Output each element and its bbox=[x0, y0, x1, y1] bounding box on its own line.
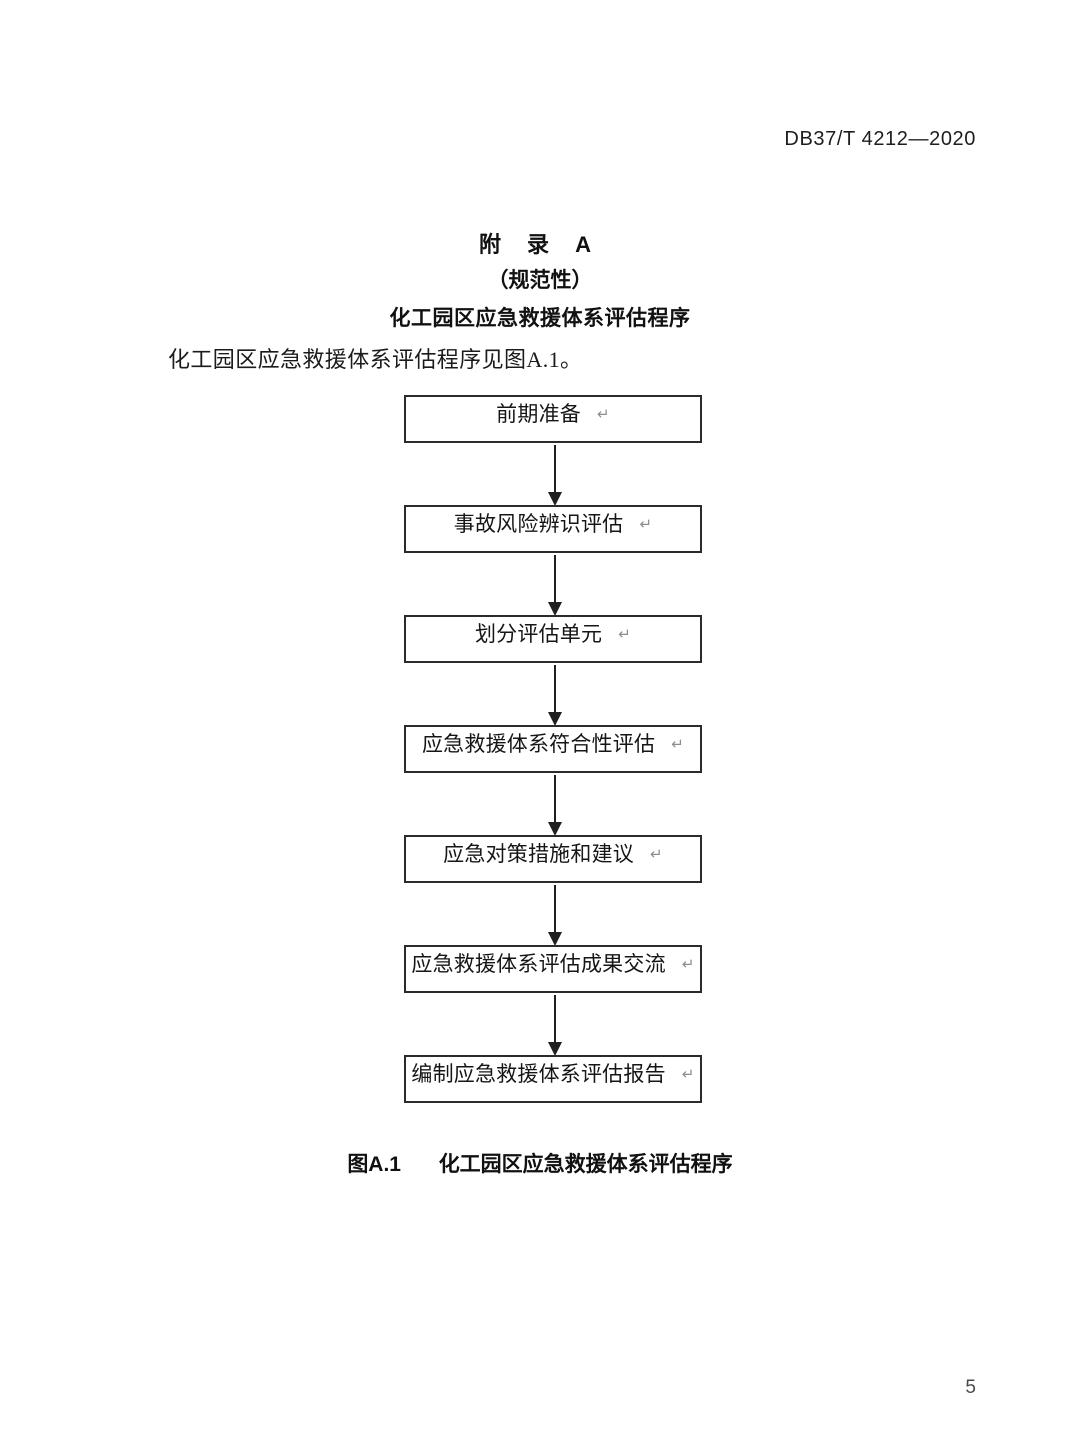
figure-caption-text: 化工园区应急救援体系评估程序 bbox=[438, 1153, 733, 1176]
flow-node: 划分评估单元 ↵ bbox=[404, 615, 702, 726]
arrowhead-down-icon bbox=[548, 822, 562, 836]
paragraph-return-icon: ↵ bbox=[681, 1065, 695, 1083]
flowchart-figure-a1: 前期准备 ↵ 事故风险辨识评估 ↵ 划分评估单元 ↵ 应急救援体系符合性评估 bbox=[404, 395, 704, 1103]
flow-node-content: 前期准备 ↵ bbox=[406, 400, 700, 429]
flow-node-content: 编制应急救援体系评估报告 ↵ bbox=[406, 1060, 700, 1089]
flow-node-label: 编制应急救援体系评估报告 bbox=[411, 1063, 666, 1086]
flow-node-content: 划分评估单元 ↵ bbox=[406, 620, 700, 649]
flow-connector-arrow bbox=[548, 885, 562, 947]
arrowhead-down-icon bbox=[548, 932, 562, 946]
flow-node: 前期准备 ↵ bbox=[404, 395, 702, 506]
flow-node-content: 事故风险辨识评估 ↵ bbox=[406, 510, 700, 539]
flow-node: 应急对策措施和建议 ↵ bbox=[404, 835, 702, 946]
connector-stem bbox=[554, 665, 556, 715]
flow-node-label: 应急对策措施和建议 bbox=[443, 843, 634, 866]
paragraph-return-icon: ↵ bbox=[618, 625, 632, 643]
connector-stem bbox=[554, 885, 556, 935]
annex-heading: 化工园区应急救援体系评估程序 bbox=[389, 307, 691, 330]
flow-node-label: 前期准备 bbox=[496, 403, 581, 426]
flow-node: 编制应急救援体系评估报告 ↵ bbox=[404, 1055, 702, 1103]
paragraph-return-icon: ↵ bbox=[681, 955, 695, 973]
flow-node-label: 划分评估单元 bbox=[474, 623, 603, 646]
flow-node-label: 应急救援体系评估成果交流 bbox=[411, 953, 666, 976]
flow-node-content: 应急救援体系符合性评估 ↵ bbox=[406, 730, 700, 759]
arrowhead-down-icon bbox=[548, 602, 562, 616]
running-header-standard-number: DB37/T 4212—2020 bbox=[784, 128, 976, 150]
body-paragraph: 化工园区应急救援体系评估程序见图A.1。 bbox=[168, 347, 583, 372]
connector-stem bbox=[554, 775, 556, 825]
paragraph-return-icon: ↵ bbox=[650, 845, 663, 863]
connector-stem bbox=[554, 555, 556, 605]
flow-node-content: 应急救援体系评估成果交流 ↵ bbox=[406, 950, 700, 979]
arrowhead-down-icon bbox=[548, 492, 562, 506]
annex-normative-marker: （规范性） bbox=[487, 269, 593, 292]
paragraph-return-icon: ↵ bbox=[639, 515, 653, 533]
paragraph-return-icon: ↵ bbox=[671, 735, 685, 753]
flow-node: 应急救援体系符合性评估 ↵ bbox=[404, 725, 702, 836]
figure-caption-number: 图A.1 bbox=[347, 1153, 401, 1176]
flow-node: 应急救援体系评估成果交流 ↵ bbox=[404, 945, 702, 1056]
flow-connector-arrow bbox=[548, 445, 562, 507]
annex-label: 附 录 A bbox=[478, 232, 602, 257]
annex-title-block: 附 录 A （规范性） 化工园区应急救援体系评估程序 bbox=[0, 228, 1080, 336]
flow-node: 事故风险辨识评估 ↵ bbox=[404, 505, 702, 616]
flow-connector-arrow bbox=[548, 665, 562, 727]
figure-caption: 图A.1 化工园区应急救援体系评估程序 bbox=[0, 1148, 1080, 1178]
page-number: 5 bbox=[965, 1377, 976, 1398]
arrowhead-down-icon bbox=[548, 1042, 562, 1056]
flow-node-content: 应急对策措施和建议 ↵ bbox=[406, 840, 700, 869]
flow-node-label: 应急救援体系符合性评估 bbox=[421, 733, 656, 756]
arrowhead-down-icon bbox=[548, 712, 562, 726]
flow-connector-arrow bbox=[548, 995, 562, 1057]
connector-stem bbox=[554, 995, 556, 1045]
flow-node-label: 事故风险辨识评估 bbox=[453, 513, 624, 536]
paragraph-return-icon: ↵ bbox=[597, 405, 610, 423]
flow-connector-arrow bbox=[548, 775, 562, 837]
connector-stem bbox=[554, 445, 556, 495]
flow-connector-arrow bbox=[548, 555, 562, 617]
